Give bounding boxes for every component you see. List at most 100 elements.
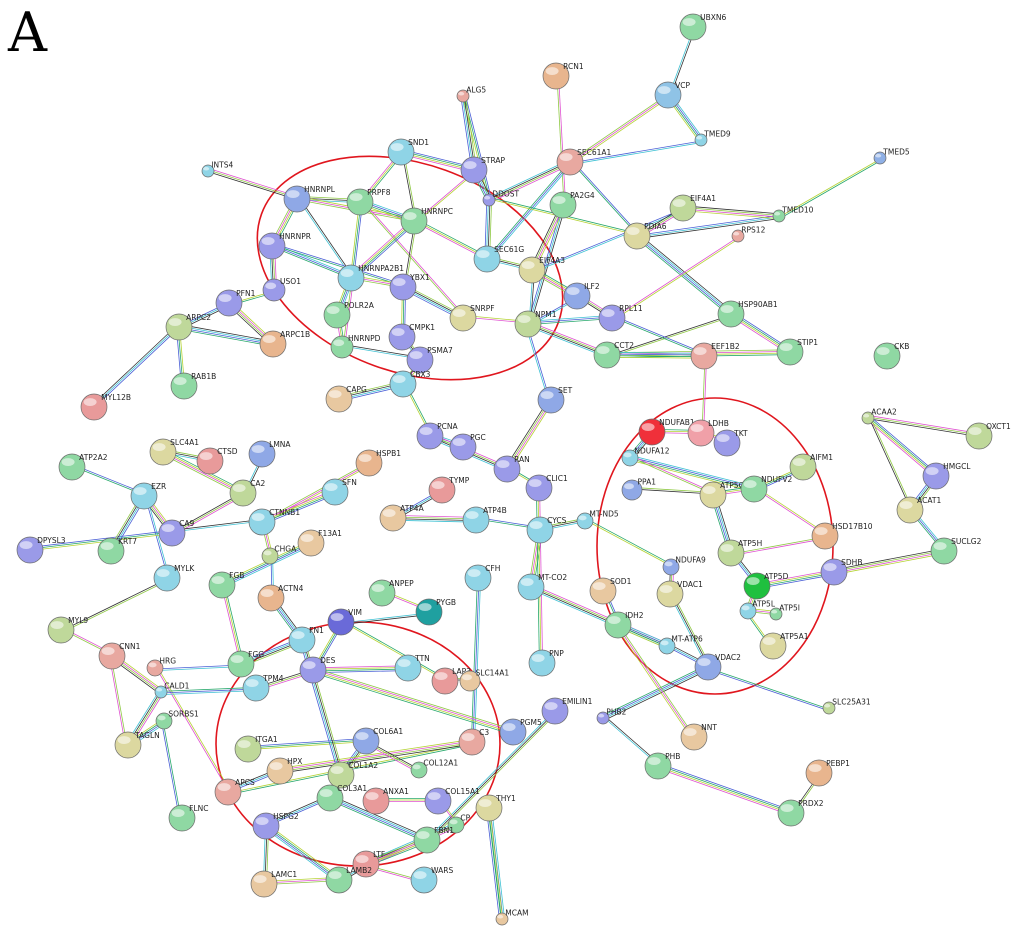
protein-node[interactable]: HSPB1 xyxy=(355,449,401,477)
protein-node[interactable]: CLIC1 xyxy=(525,474,568,502)
protein-node[interactable]: ACAA2 xyxy=(861,408,897,425)
protein-node[interactable]: PSMA7 xyxy=(406,346,453,374)
protein-node[interactable]: TMED10 xyxy=(772,206,814,223)
protein-node[interactable]: MCAM xyxy=(495,909,529,926)
protein-node[interactable]: CMPK1 xyxy=(388,323,435,351)
protein-node[interactable]: HPX xyxy=(266,757,302,785)
protein-node[interactable]: NPM1 xyxy=(514,310,557,338)
protein-node[interactable]: ALG5 xyxy=(456,86,486,103)
protein-node[interactable]: MYLK xyxy=(153,564,195,592)
protein-node[interactable]: VDAC1 xyxy=(656,580,703,608)
protein-node[interactable]: ATP5H xyxy=(717,539,762,567)
protein-node[interactable]: SEC61A1 xyxy=(556,148,612,176)
protein-node[interactable]: HMGCL xyxy=(922,462,971,490)
protein-node[interactable]: RPS12 xyxy=(731,226,766,243)
protein-node[interactable]: PHB2 xyxy=(596,708,627,725)
protein-node[interactable]: SFN xyxy=(321,478,357,506)
protein-node[interactable]: NDUFAB1 xyxy=(638,418,695,446)
protein-node[interactable]: FN1 xyxy=(288,626,324,654)
protein-node[interactable]: APCS xyxy=(214,778,255,806)
protein-node[interactable]: OXCT1 xyxy=(965,422,1011,450)
protein-node[interactable]: STIP1 xyxy=(776,338,818,366)
protein-node[interactable]: NDUFV2 xyxy=(740,475,792,503)
protein-node[interactable]: LDHB xyxy=(687,419,729,447)
protein-node[interactable]: HSPG2 xyxy=(252,812,299,840)
protein-node[interactable]: VIM xyxy=(327,608,362,636)
protein-node[interactable]: PGM5 xyxy=(499,718,542,746)
protein-node[interactable]: CTNNB1 xyxy=(248,508,300,536)
protein-node[interactable]: HNRNPR xyxy=(258,232,311,260)
protein-node[interactable]: HNRNPC xyxy=(400,207,453,235)
protein-node[interactable]: CTSD xyxy=(196,447,238,475)
protein-node[interactable]: USO1 xyxy=(262,277,301,302)
protein-node[interactable]: PYGB xyxy=(415,598,456,626)
protein-node[interactable]: UBXN6 xyxy=(679,13,727,41)
protein-node[interactable]: ANPEP xyxy=(368,579,414,607)
protein-node[interactable]: SUCLG2 xyxy=(930,537,982,565)
protein-node[interactable]: CA9 xyxy=(158,519,195,547)
protein-node[interactable]: TMED9 xyxy=(694,130,731,147)
protein-node[interactable]: VCP xyxy=(654,81,691,109)
protein-node[interactable]: DES xyxy=(299,656,336,684)
protein-node[interactable]: SND1 xyxy=(387,138,429,166)
protein-node[interactable]: EMILIN1 xyxy=(541,697,593,725)
protein-node[interactable]: RPL11 xyxy=(598,304,643,332)
protein-node[interactable]: ACTN4 xyxy=(257,584,304,612)
protein-node[interactable]: COL15A1 xyxy=(424,787,480,815)
protein-node[interactable]: AIFM1 xyxy=(789,453,833,481)
protein-node[interactable]: LAMB2 xyxy=(325,866,372,894)
protein-node[interactable]: CAPG xyxy=(325,385,367,413)
protein-node[interactable]: SLC14A1 xyxy=(459,669,509,692)
protein-node[interactable]: ATP5L xyxy=(739,600,776,620)
protein-node[interactable]: EEF1B2 xyxy=(690,342,740,370)
protein-node[interactable]: PNP xyxy=(528,649,564,677)
protein-node[interactable]: HNRNPL xyxy=(283,185,336,213)
protein-node[interactable]: SEC61G xyxy=(473,245,524,273)
protein-node[interactable]: STRAP xyxy=(460,156,506,184)
protein-node[interactable]: CYCS xyxy=(526,516,567,544)
protein-node[interactable]: TMED5 xyxy=(873,148,910,165)
protein-node[interactable]: FLNC xyxy=(168,804,208,832)
protein-node[interactable]: MYL9 xyxy=(47,616,88,644)
protein-node[interactable]: C3 xyxy=(458,728,489,756)
protein-node[interactable]: TPM4 xyxy=(242,674,284,702)
protein-node[interactable]: COL3A1 xyxy=(316,784,367,812)
protein-node[interactable]: HRG xyxy=(146,657,176,677)
protein-node[interactable]: LAMC1 xyxy=(250,870,297,898)
protein-node[interactable]: KRT7 xyxy=(97,537,137,565)
protein-node[interactable]: HSP90AB1 xyxy=(717,300,778,328)
protein-node[interactable]: SLC4A1 xyxy=(149,438,199,466)
protein-node[interactable]: THY1 xyxy=(475,794,516,822)
protein-node[interactable]: ILF2 xyxy=(563,282,600,310)
protein-node[interactable]: SLC25A31 xyxy=(822,698,871,715)
protein-node[interactable]: PHB xyxy=(644,752,680,780)
protein-node[interactable]: COL6A1 xyxy=(352,727,403,755)
protein-node[interactable]: EIF4A1 xyxy=(669,194,716,222)
protein-node[interactable]: ANXA1 xyxy=(362,787,409,815)
protein-node[interactable]: MYL12B xyxy=(80,393,131,421)
protein-node[interactable]: PGC xyxy=(449,433,486,461)
protein-node[interactable]: F13A1 xyxy=(297,529,342,557)
protein-node[interactable]: ATP4B xyxy=(462,506,507,534)
protein-node[interactable]: ATP2A2 xyxy=(58,453,108,481)
protein-node[interactable]: ATP5A1 xyxy=(759,632,809,660)
protein-node[interactable]: HSD17B10 xyxy=(811,522,873,550)
protein-node[interactable]: SOD1 xyxy=(589,577,632,605)
protein-node[interactable]: SNRPF xyxy=(449,304,495,332)
protein-node[interactable]: VDAC2 xyxy=(694,653,741,681)
protein-node[interactable]: SORBS1 xyxy=(155,710,199,730)
protein-node[interactable]: PEBP1 xyxy=(805,759,850,787)
protein-node[interactable]: EZR xyxy=(130,482,166,510)
protein-node[interactable]: HNRNPD xyxy=(330,334,381,359)
protein-node[interactable]: LMNA xyxy=(248,440,291,468)
protein-node[interactable]: MT-CO2 xyxy=(517,573,567,601)
protein-node[interactable]: INTS4 xyxy=(201,161,233,178)
protein-node[interactable]: FGB xyxy=(208,571,244,599)
protein-node[interactable]: ATP5D xyxy=(743,572,789,600)
protein-node[interactable]: POLR2A xyxy=(323,301,375,329)
protein-node[interactable]: PPA1 xyxy=(621,478,656,501)
protein-node[interactable]: RAN xyxy=(493,455,530,483)
protein-node[interactable]: DPYSL3 xyxy=(16,536,66,564)
protein-node[interactable]: CFH xyxy=(464,564,500,592)
protein-node[interactable]: NDUFA12 xyxy=(621,447,670,467)
